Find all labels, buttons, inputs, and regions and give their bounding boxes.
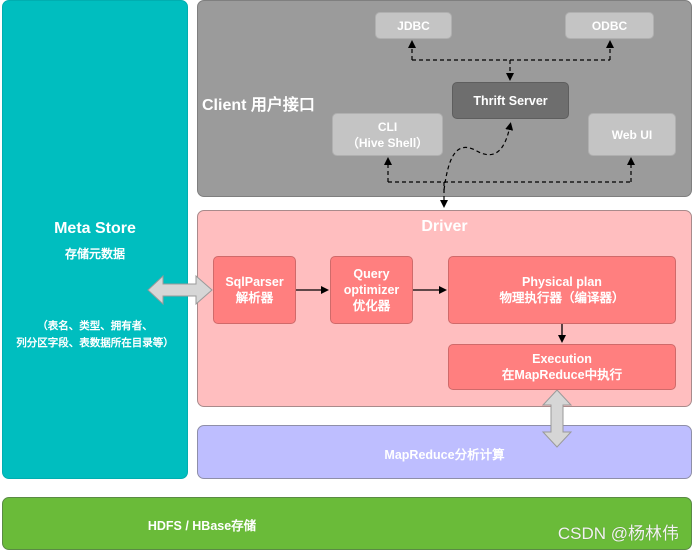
- physical-plan-label-line1: Physical plan: [522, 275, 602, 289]
- cli-label-line2: （Hive Shell）: [346, 135, 429, 150]
- query-optimizer-label-line1: Query: [353, 267, 390, 281]
- web-ui-label: Web UI: [611, 127, 653, 142]
- meta-store-title: Meta Store: [54, 220, 136, 237]
- execution-label-line2: 在MapReduce中执行: [501, 368, 623, 382]
- sqlparser-node: SqlParser 解析器: [213, 256, 296, 324]
- query-optimizer-label-line2: optimizer: [343, 283, 400, 297]
- double-arrow-execution-mapreduce: [541, 389, 573, 448]
- web-ui-node: Web UI: [588, 113, 676, 156]
- hdfs-panel: [2, 497, 692, 550]
- query-optimizer-node: Query optimizer 优化器: [330, 256, 413, 324]
- cli-node: CLI （Hive Shell）: [332, 113, 443, 156]
- execution-node: Execution 在MapReduce中执行: [448, 344, 676, 390]
- physical-plan-label-line2: 物理执行器（编译器）: [499, 291, 625, 305]
- sqlparser-label-line2: 解析器: [235, 291, 274, 305]
- jdbc-node: JDBC: [375, 12, 452, 39]
- odbc-node: ODBC: [565, 12, 654, 39]
- driver-title: Driver: [421, 218, 468, 235]
- mapreduce-panel: [197, 425, 692, 479]
- hdfs-label: HDFS / HBase存储: [147, 519, 257, 533]
- thrift-server-node: Thrift Server: [452, 82, 569, 119]
- execution-label-line1: Execution: [532, 352, 592, 366]
- watermark: CSDN @杨林伟: [557, 524, 679, 543]
- meta-store-note-line2: 列分区字段、表数据所在目录等）: [16, 337, 174, 349]
- meta-store-note-line1: （表名、类型、拥有者、: [37, 320, 153, 332]
- meta-store-subtitle: 存储元数据: [64, 247, 125, 261]
- client-title: Client 用户接口: [202, 97, 315, 114]
- meta-store-note: （表名、类型、拥有者、 列分区字段、表数据所在目录等）: [2, 318, 188, 352]
- mapreduce-label: MapReduce分析计算: [384, 448, 505, 462]
- meta-store-panel: [2, 0, 188, 479]
- dashed-curve-to-thrift: [443, 122, 514, 191]
- odbc-label: ODBC: [591, 18, 628, 33]
- cli-label-line1: CLI: [377, 119, 398, 134]
- physical-plan-node: Physical plan 物理执行器（编译器）: [448, 256, 676, 324]
- thrift-server-label: Thrift Server: [473, 93, 548, 108]
- query-optimizer-label-line3: 优化器: [352, 299, 391, 313]
- double-arrow-metastore-driver: [147, 274, 213, 306]
- sqlparser-label-line1: SqlParser: [225, 275, 284, 289]
- jdbc-label: JDBC: [397, 18, 430, 33]
